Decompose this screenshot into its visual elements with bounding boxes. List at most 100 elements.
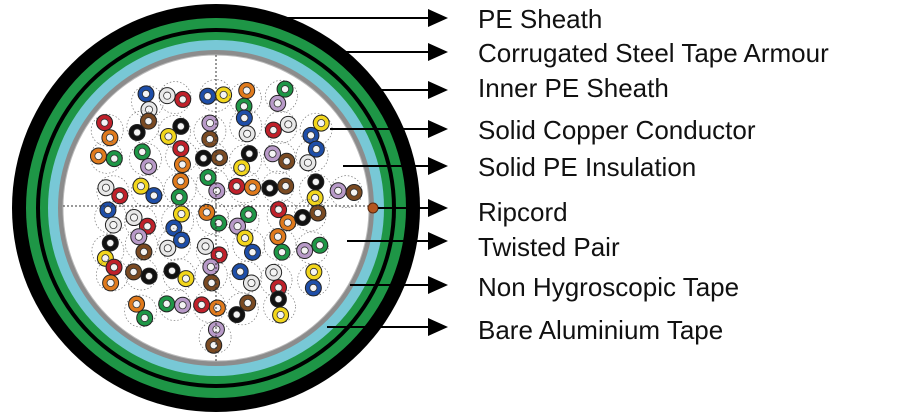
pair-binder xyxy=(293,198,327,232)
twisted-pair xyxy=(163,172,197,206)
twisted-pair xyxy=(161,204,195,238)
label-pe-sheath: PE Sheath xyxy=(478,4,603,34)
twisted-pair xyxy=(229,144,262,178)
leader-lines xyxy=(262,9,448,336)
copper-conductor xyxy=(214,219,223,228)
copper-conductor xyxy=(101,183,110,192)
pair-binder xyxy=(124,227,158,261)
copper-conductor xyxy=(244,210,253,219)
arrow-head-icon xyxy=(428,232,448,250)
twisted-pair xyxy=(264,110,298,144)
pair-binder xyxy=(265,79,298,113)
copper-conductor xyxy=(176,122,185,131)
arrow-head-icon xyxy=(428,199,448,217)
copper-conductor xyxy=(350,188,359,197)
twisted-pair xyxy=(263,290,296,324)
arrow-head-icon xyxy=(428,81,448,99)
copper-conductor xyxy=(178,160,187,169)
copper-conductor xyxy=(145,272,154,281)
pair-binder xyxy=(126,110,160,144)
arrow-head-icon xyxy=(428,120,448,138)
copper-conductor xyxy=(101,254,110,263)
copper-conductor xyxy=(139,247,148,256)
copper-conductor xyxy=(313,208,322,217)
twisted-pair xyxy=(158,115,191,148)
twisted-pair xyxy=(265,79,298,113)
copper-conductor xyxy=(106,239,115,248)
copper-conductor xyxy=(203,92,212,101)
copper-conductor xyxy=(300,246,309,255)
label-inner-pe-sheath: Inner PE Sheath xyxy=(478,73,669,103)
copper-conductor xyxy=(312,145,321,154)
pair-binder xyxy=(229,144,262,178)
copper-conductor xyxy=(110,263,119,272)
copper-conductor xyxy=(132,300,141,309)
twisted-pair xyxy=(329,175,363,209)
ripcord xyxy=(367,202,379,214)
twisted-pair xyxy=(193,114,227,148)
twisted-pair xyxy=(232,228,266,262)
copper-conductor xyxy=(317,119,326,128)
copper-conductor xyxy=(239,102,248,111)
copper-conductor xyxy=(136,182,145,191)
copper-conductor xyxy=(315,241,324,250)
copper-conductor xyxy=(243,298,252,307)
twisted-pair xyxy=(295,139,329,173)
twisted-pair xyxy=(126,110,160,144)
arrow-head-icon xyxy=(428,9,448,27)
copper-conductor xyxy=(163,244,172,253)
copper-conductor xyxy=(273,232,282,241)
twisted-pair xyxy=(193,290,226,323)
copper-conductor xyxy=(168,266,177,275)
label-pe-insulation: Solid PE Insulation xyxy=(478,152,697,182)
copper-conductor xyxy=(237,163,246,172)
twisted-pair xyxy=(158,288,192,321)
copper-conductor xyxy=(212,186,221,195)
copper-conductor xyxy=(240,114,249,123)
copper-conductor xyxy=(149,191,158,200)
copper-conductor xyxy=(181,274,190,283)
copper-conductor xyxy=(103,206,112,215)
twisted-pair xyxy=(229,109,263,143)
copper-conductor xyxy=(247,278,256,287)
pair-binder xyxy=(232,228,266,262)
pair-binder xyxy=(124,257,158,291)
copper-conductor xyxy=(309,283,318,292)
copper-conductor xyxy=(129,267,138,276)
twisted-pair xyxy=(198,320,232,354)
twisted-pair xyxy=(266,199,300,233)
copper-conductor xyxy=(205,135,214,144)
twisted-pair xyxy=(263,228,297,261)
copper-conductor xyxy=(265,184,274,193)
copper-conductor xyxy=(245,149,254,158)
twisted-pair xyxy=(263,141,296,174)
copper-conductor xyxy=(311,177,320,186)
copper-conductor xyxy=(274,295,283,304)
copper-conductor xyxy=(306,131,315,140)
copper-conductor xyxy=(232,182,241,191)
copper-conductor xyxy=(164,132,173,141)
twisted-pair xyxy=(226,203,260,237)
pair-binder xyxy=(229,260,263,294)
copper-conductor xyxy=(334,186,343,195)
copper-conductor xyxy=(269,126,278,135)
copper-conductor xyxy=(284,120,293,129)
copper-conductor xyxy=(236,267,245,276)
pair-binder xyxy=(225,292,259,326)
copper-conductor xyxy=(144,117,153,126)
copper-conductor xyxy=(274,205,283,214)
copper-conductor xyxy=(110,154,119,163)
copper-conductor xyxy=(243,129,252,138)
copper-conductor xyxy=(199,154,208,163)
copper-conductor xyxy=(138,147,147,156)
copper-conductor xyxy=(115,191,124,200)
copper-conductor xyxy=(201,242,210,251)
copper-conductor xyxy=(273,99,282,108)
twisted-pair xyxy=(165,140,198,174)
copper-conductor xyxy=(142,89,151,98)
copper-conductor xyxy=(197,300,206,309)
copper-conductor xyxy=(278,248,287,257)
copper-conductor xyxy=(134,232,143,241)
twisted-pair xyxy=(131,174,164,208)
